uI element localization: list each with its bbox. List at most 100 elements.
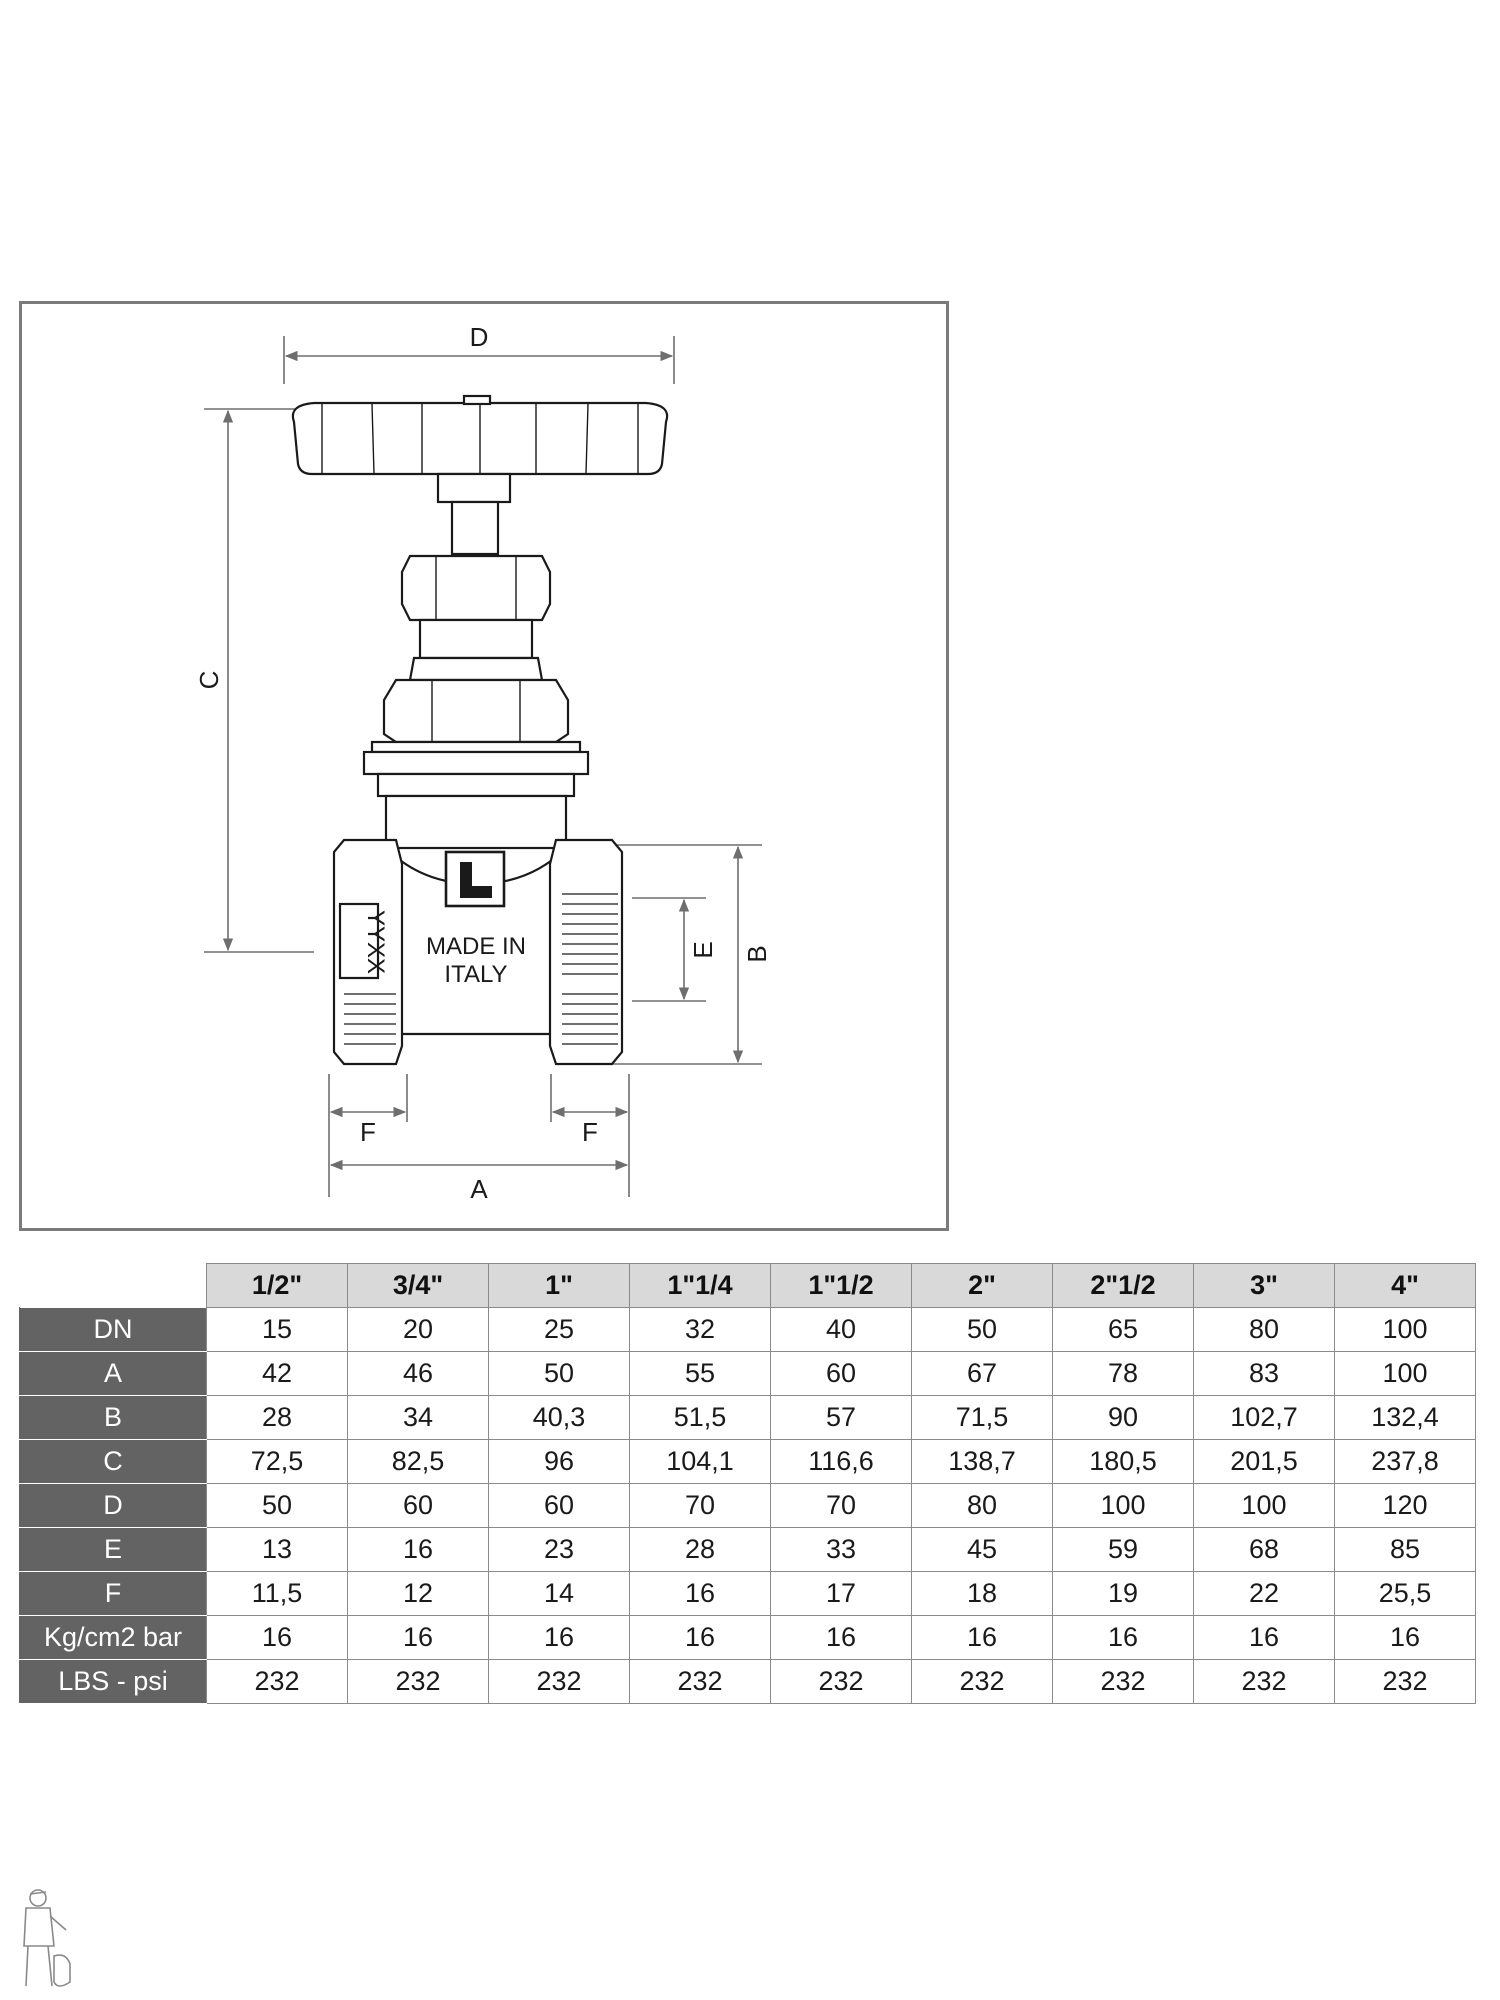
table-cell: 50 — [488, 1351, 630, 1396]
table-cell: 20 — [347, 1307, 489, 1352]
hex-marking: YYXX — [362, 910, 389, 974]
dimension-label-c: C — [194, 671, 224, 690]
table-cell: 59 — [1052, 1527, 1194, 1572]
table-cell: 68 — [1193, 1527, 1335, 1572]
table-cell: 60 — [347, 1483, 489, 1528]
size-header-cell: 2"1/2 — [1052, 1263, 1194, 1308]
table-cell: 22 — [1193, 1571, 1335, 1616]
table-cell: 13 — [206, 1527, 348, 1572]
table-cell: 12 — [347, 1571, 489, 1616]
row-header-cell: DN — [19, 1307, 207, 1352]
table-cell: 16 — [1334, 1615, 1476, 1660]
dimension-label-b: B — [742, 945, 772, 962]
table-cell: 16 — [347, 1615, 489, 1660]
row-header-cell: Kg/cm2 bar — [19, 1615, 207, 1660]
watermark-text — [1478, 1890, 1492, 1990]
table-cell: 104,1 — [629, 1439, 771, 1484]
size-header-cell: 1"1/4 — [629, 1263, 771, 1308]
table-cell: 51,5 — [629, 1395, 771, 1440]
table-cell: 16 — [911, 1615, 1053, 1660]
table-cell: 100 — [1334, 1351, 1476, 1396]
table-cell: 78 — [1052, 1351, 1194, 1396]
table-cell: 17 — [770, 1571, 912, 1616]
row-header-cell: C — [19, 1439, 207, 1484]
table-cell: 96 — [488, 1439, 630, 1484]
table-cell: 16 — [629, 1615, 771, 1660]
table-cell: 201,5 — [1193, 1439, 1335, 1484]
table-cell: 16 — [488, 1615, 630, 1660]
table-cell: 82,5 — [347, 1439, 489, 1484]
table-cell: 50 — [911, 1307, 1053, 1352]
table-cell: 72,5 — [206, 1439, 348, 1484]
table-cell: 40 — [770, 1307, 912, 1352]
table-cell: 120 — [1334, 1483, 1476, 1528]
dimension-spec-table: 1/2" 3/4" 1" 1"1/4 1"1/2 2" 2"1/2 3" 4" … — [19, 1263, 1476, 1704]
table-cell: 180,5 — [1052, 1439, 1194, 1484]
technical-drawing-frame: MADE IN ITALY YYXX D C B E F F A — [19, 301, 949, 1231]
table-cell: 100 — [1052, 1483, 1194, 1528]
table-cell: 32 — [629, 1307, 771, 1352]
valve-outline — [291, 394, 669, 1066]
size-header-cell: 2" — [911, 1263, 1053, 1308]
size-header-cell: 1"1/2 — [770, 1263, 912, 1308]
size-header-row: 1/2" 3/4" 1" 1"1/4 1"1/2 2" 2"1/2 3" 4" — [19, 1263, 1476, 1308]
table-cell: 232 — [1052, 1659, 1194, 1704]
table-cell: 34 — [347, 1395, 489, 1440]
table-cell: 232 — [1193, 1659, 1335, 1704]
table-cell: 28 — [206, 1395, 348, 1440]
table-cell: 23 — [488, 1527, 630, 1572]
table-cell: 116,6 — [770, 1439, 912, 1484]
table-cell: 232 — [911, 1659, 1053, 1704]
row-header-cell: B — [19, 1395, 207, 1440]
table-cell: 45 — [911, 1527, 1053, 1572]
size-header-cell: 1/2" — [206, 1263, 348, 1308]
dimension-label-e: E — [688, 941, 718, 958]
table-cell: 237,8 — [1334, 1439, 1476, 1484]
dimension-label-d: D — [470, 322, 489, 352]
table-cell: 67 — [911, 1351, 1053, 1396]
table-cell: 25 — [488, 1307, 630, 1352]
table-cell: 42 — [206, 1351, 348, 1396]
table-cell: 232 — [488, 1659, 630, 1704]
table-cell: 70 — [770, 1483, 912, 1528]
table-cell: 15 — [206, 1307, 348, 1352]
table-cell: 85 — [1334, 1527, 1476, 1572]
row-header-cell: E — [19, 1527, 207, 1572]
table-cell: 16 — [770, 1615, 912, 1660]
gate-valve-drawing: MADE IN ITALY YYXX D C B E F F A — [194, 322, 772, 1204]
table-cell: 232 — [629, 1659, 771, 1704]
plumber-mascot-icon — [23, 1889, 71, 1987]
table-cell: 71,5 — [911, 1395, 1053, 1440]
dimension-label-f-right: F — [582, 1117, 598, 1147]
table-cell: 19 — [1052, 1571, 1194, 1616]
table-cell: 83 — [1193, 1351, 1335, 1396]
table-cell: 18 — [911, 1571, 1053, 1616]
table-cell: 57 — [770, 1395, 912, 1440]
table-cell: 16 — [1193, 1615, 1335, 1660]
table-cell: 138,7 — [911, 1439, 1053, 1484]
bent-pipe-logo-icon — [460, 862, 492, 898]
body-marking-line2: ITALY — [444, 961, 507, 988]
row-header-cell: F — [19, 1571, 207, 1616]
table-cell: 232 — [347, 1659, 489, 1704]
row-header-cell: A — [19, 1351, 207, 1396]
table-corner — [19, 1263, 207, 1308]
table-cell: 16 — [347, 1527, 489, 1572]
table-cell: 102,7 — [1193, 1395, 1335, 1440]
table-cell: 100 — [1334, 1307, 1476, 1352]
table-cell: 70 — [629, 1483, 771, 1528]
table-cell: 60 — [770, 1351, 912, 1396]
table-cell: 132,4 — [1334, 1395, 1476, 1440]
table-cell: 16 — [629, 1571, 771, 1616]
table-cell: 16 — [206, 1615, 348, 1660]
table-cell: 232 — [770, 1659, 912, 1704]
table-cell: 11,5 — [206, 1571, 348, 1616]
table-cell: 90 — [1052, 1395, 1194, 1440]
